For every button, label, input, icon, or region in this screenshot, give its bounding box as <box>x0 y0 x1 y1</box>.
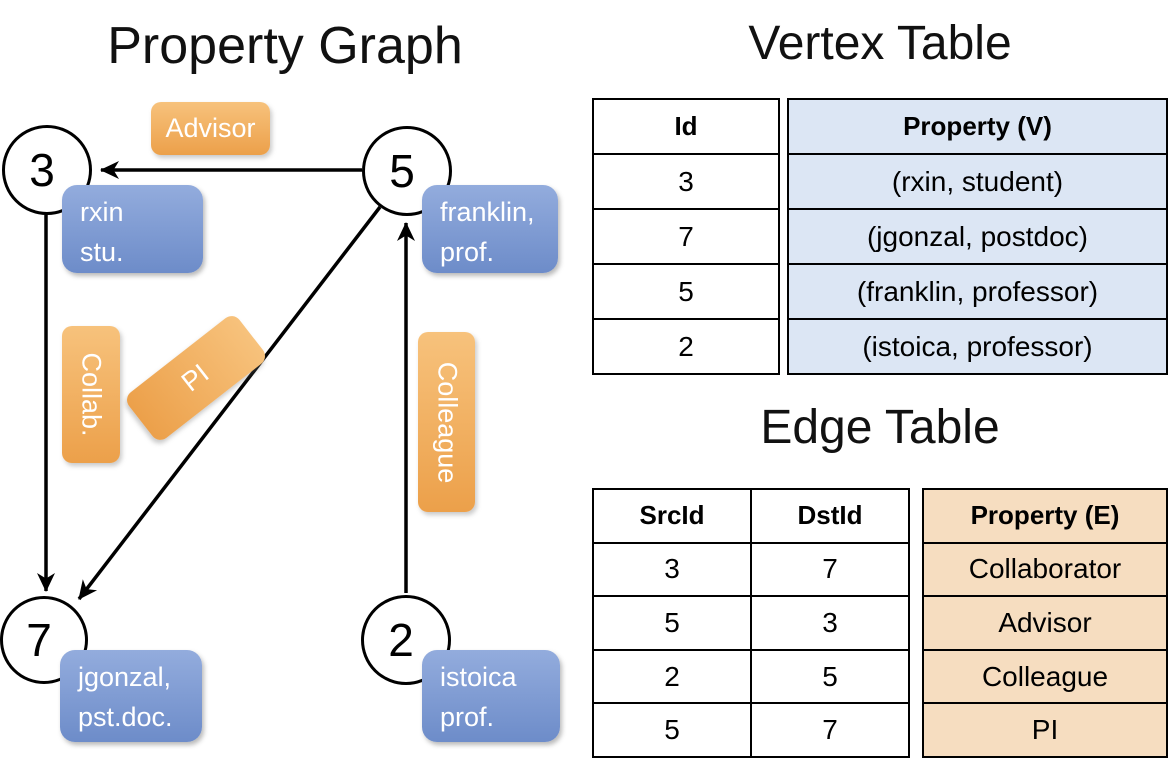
node-2-label: 2 <box>388 614 414 666</box>
table-cell: Colleague <box>924 648 1166 703</box>
table-cell: Collaborator <box>924 541 1166 596</box>
vertex-property-line: franklin, <box>440 197 535 227</box>
table-cell: 5 <box>594 702 750 756</box>
table-cell: (jgonzal, postdoc) <box>789 208 1166 263</box>
edge-table-id-columns: SrcId 3 5 2 5 DstId 7 3 5 7 <box>592 488 910 758</box>
edge-table-property-column: Property (E) Collaborator Advisor Collea… <box>922 488 1168 758</box>
vertex-property-line: stu. <box>80 237 124 267</box>
vertex-property-line: prof. <box>440 237 495 267</box>
vertex-property-line: pst.doc. <box>78 702 173 732</box>
vertex-table-title: Vertex Table <box>748 17 1012 70</box>
table-cell: (franklin, professor) <box>789 263 1166 318</box>
table-cell: 2 <box>594 318 778 373</box>
table-cell: 5 <box>594 595 750 649</box>
edge-table-dstid-header: DstId <box>797 500 863 531</box>
vertex-table-id-header: Id <box>674 111 698 141</box>
table-cell: 3 <box>752 595 908 649</box>
graph-node-5: 5 <box>362 126 452 216</box>
graph-edges <box>37 161 415 601</box>
table-cell: 2 <box>594 648 750 703</box>
node-5-label: 5 <box>389 145 415 197</box>
table-cell: (rxin, student) <box>789 153 1166 208</box>
edge-label-colleague: Colleague <box>418 332 475 512</box>
table-cell: 7 <box>752 702 908 756</box>
vertex-property-box-rxin: rxin stu. <box>62 185 203 273</box>
edge-label-collab: Collab. <box>62 326 120 463</box>
edge-label-pi-text: PI <box>176 357 215 398</box>
node-7-label: 7 <box>26 614 52 666</box>
property-graph-title: Property Graph <box>107 17 463 75</box>
vertex-table-id-column: Id 3 7 5 2 <box>592 98 780 375</box>
vertex-property-line: prof. <box>440 702 495 732</box>
vertex-property-box-istoica: istoica prof. <box>422 650 560 742</box>
edge-label-advisor-text: Advisor <box>165 113 256 143</box>
edge-table-dstid-column: DstId 7 3 5 7 <box>750 490 908 756</box>
edge-label-colleague-text: Colleague <box>432 361 462 483</box>
vertex-property-line: jgonzal, <box>78 662 172 692</box>
node-3-label: 3 <box>29 144 55 196</box>
table-cell: Advisor <box>924 595 1166 649</box>
table-cell: 7 <box>594 208 778 263</box>
vertex-property-box-franklin: franklin, prof. <box>422 185 558 273</box>
graph-node-2: 2 <box>361 595 451 685</box>
table-cell: 7 <box>752 541 908 596</box>
edge-table-title: Edge Table <box>760 401 1000 454</box>
edge-label-collab-text: Collab. <box>76 352 107 437</box>
table-cell: 5 <box>752 648 908 703</box>
edge-label-advisor: Advisor <box>151 102 270 155</box>
vertex-table-property-header: Property (V) <box>903 111 1052 141</box>
table-cell: 3 <box>594 153 778 208</box>
edge-pi-arrow <box>77 205 382 601</box>
table-cell: PI <box>924 702 1166 756</box>
table-cell: (istoica, professor) <box>789 318 1166 373</box>
edge-table-property-header: Property (E) <box>970 500 1120 531</box>
vertex-property-box-jgonzal: jgonzal, pst.doc. <box>60 650 202 742</box>
vertex-table-property-column: Property (V) (rxin, student) (jgonzal, p… <box>787 98 1168 375</box>
edge-table-srcid-column: SrcId 3 5 2 5 <box>594 490 750 756</box>
vertex-property-line: istoica <box>440 662 517 692</box>
table-cell: 3 <box>594 541 750 596</box>
edge-table-srcid-header: SrcId <box>639 500 705 531</box>
vertex-property-line: rxin <box>80 197 124 227</box>
table-cell: 5 <box>594 263 778 318</box>
